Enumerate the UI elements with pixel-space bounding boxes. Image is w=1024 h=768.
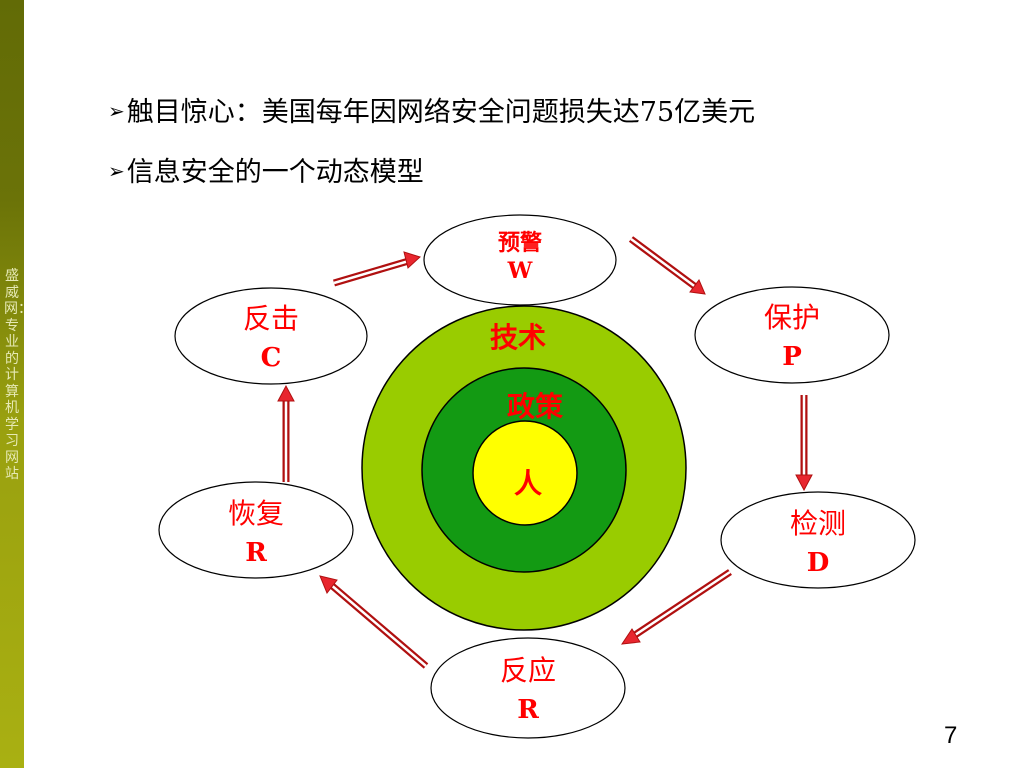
node-warning: 预警 W	[423, 214, 617, 306]
bullet-model-statement: ➢信息安全的一个动态模型	[108, 150, 424, 189]
arrow-warning-to-protect	[628, 236, 706, 295]
node-warning-code: W	[507, 258, 533, 284]
sidebar-caption: 盛威网：专业的计算机学习网站	[4, 268, 32, 482]
bullet-loss-statement: ➢触目惊心：美国每年因网络安全问题损失达75亿美元	[108, 90, 755, 129]
node-counter: 反击 C	[174, 287, 368, 385]
node-recover-name: 恢复	[228, 497, 284, 530]
node-protect: 保护 P	[694, 286, 890, 384]
node-respond-code: R	[517, 695, 539, 725]
node-protect-code: P	[782, 342, 802, 372]
policy-label: 政策	[507, 390, 563, 423]
inner-circle-people	[472, 420, 578, 526]
bullet-text: 信息安全的一个动态模型	[126, 157, 424, 188]
node-counter-code: C	[261, 343, 282, 373]
technology-label: 技术	[490, 321, 546, 354]
page-number: 7	[944, 722, 958, 749]
node-protect-name: 保护	[764, 301, 820, 334]
arrow-recover-to-counter	[277, 384, 295, 482]
bullet-arrow-icon: ➢	[108, 99, 125, 123]
node-warning-name: 预警	[498, 230, 542, 256]
arrow-detect-to-respond	[620, 569, 732, 645]
node-recover-code: R	[245, 538, 267, 568]
node-respond: 反应 R	[430, 637, 626, 739]
node-detect: 检测 D	[720, 491, 916, 589]
bullet-arrow-icon: ➢	[108, 159, 125, 183]
node-detect-code: D	[807, 548, 830, 578]
arrow-protect-to-detect	[795, 395, 813, 492]
arrow-respond-to-recover	[319, 575, 429, 669]
node-recover: 恢复 R	[158, 481, 354, 579]
sidebar-band: 盛威网：专业的计算机学习网站	[0, 0, 32, 768]
node-counter-name: 反击	[243, 302, 299, 335]
node-detect-name: 检测	[790, 507, 846, 540]
people-label: 人	[514, 467, 542, 500]
node-respond-name: 反应	[500, 654, 556, 687]
arrow-counter-to-warning	[333, 251, 421, 287]
bullet-text: 触目惊心：美国每年因网络安全问题损失达75亿美元	[126, 97, 756, 128]
